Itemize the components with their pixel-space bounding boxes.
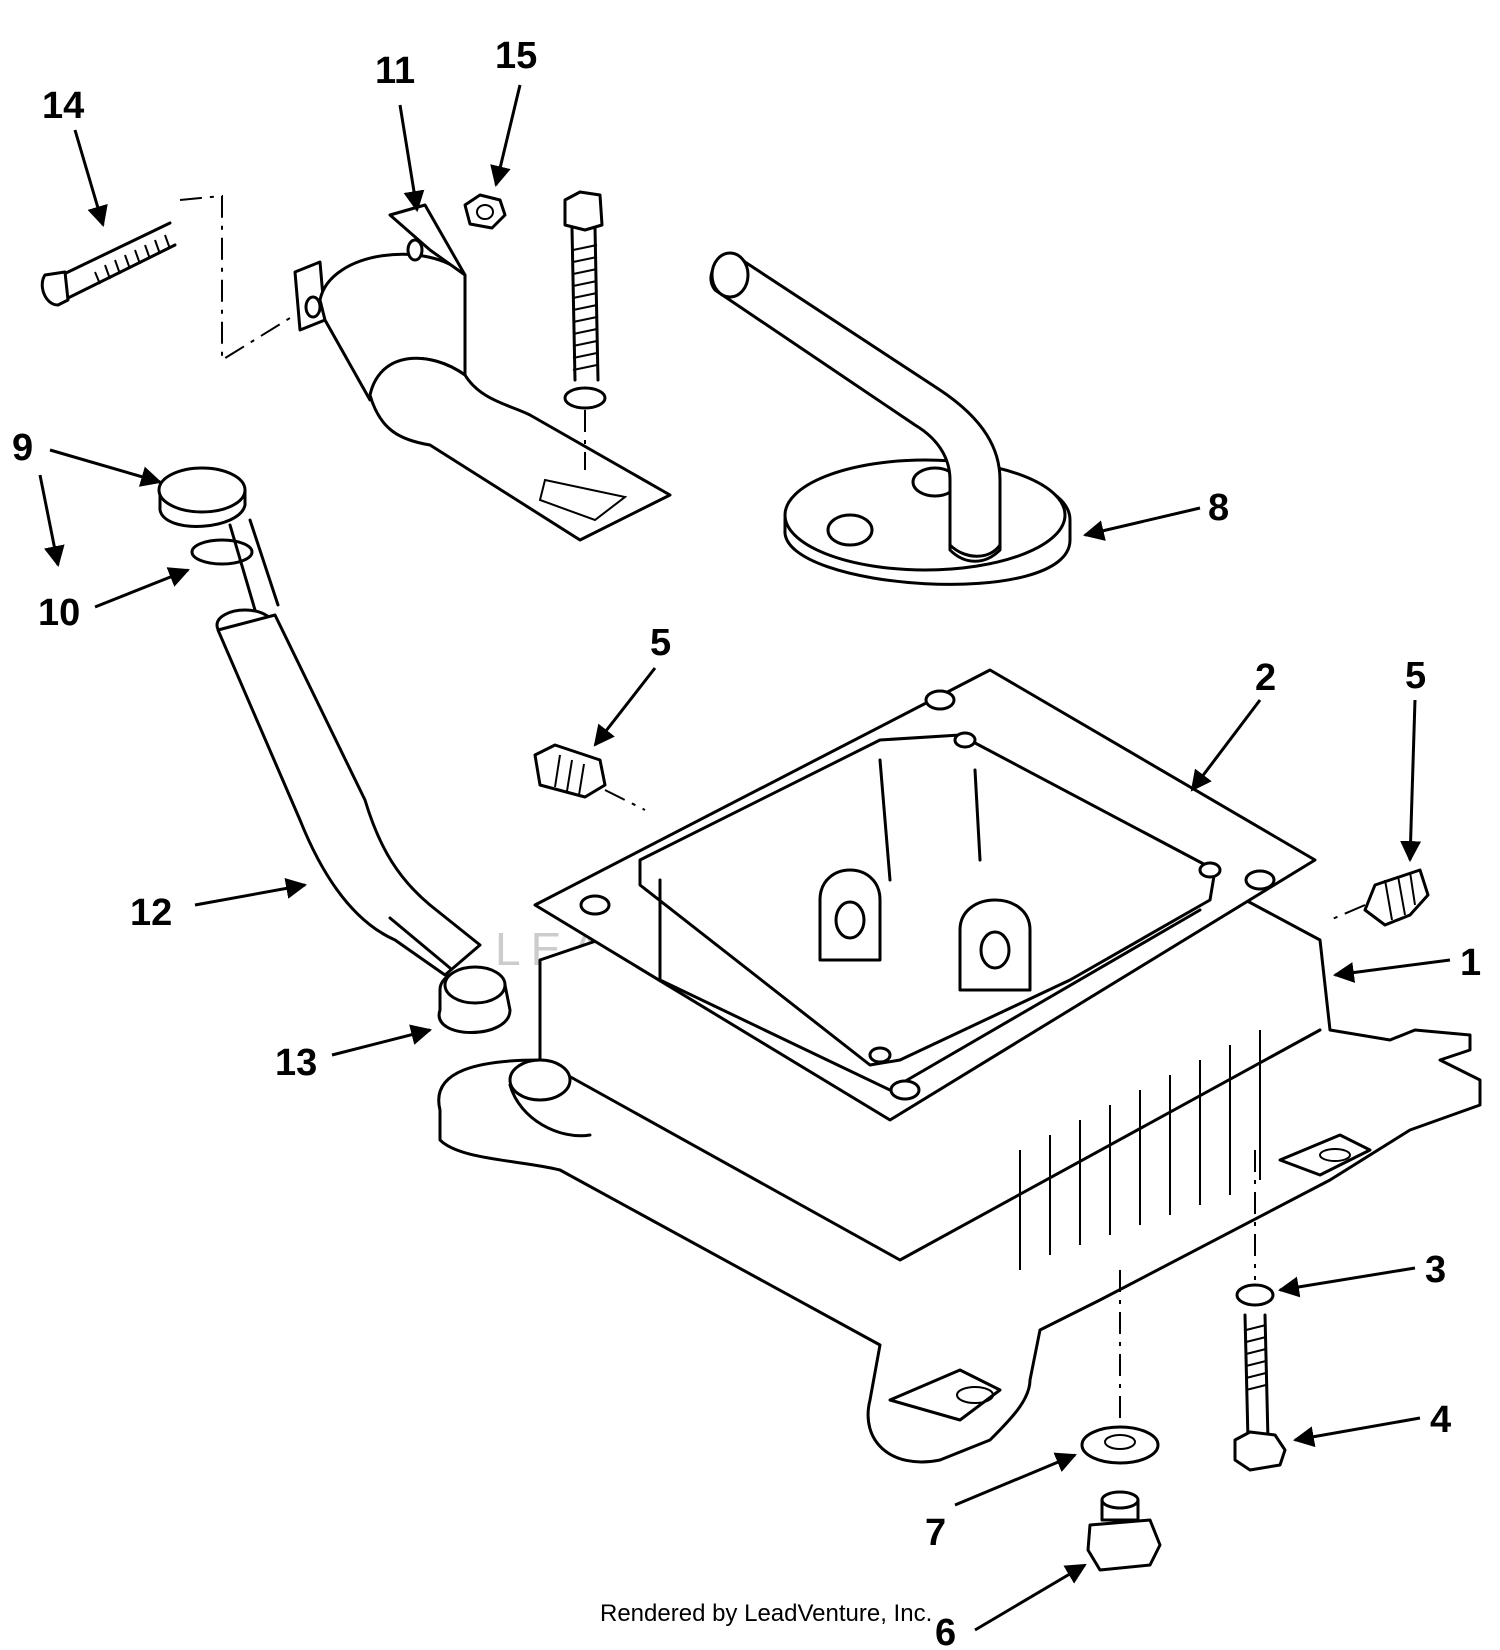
callout-10: 10 xyxy=(38,592,80,634)
part-11-clamp-bracket xyxy=(293,203,672,542)
callout-leaders xyxy=(38,84,1451,1632)
callout-5-left: 5 xyxy=(650,622,671,664)
part-5-plug-right xyxy=(1329,868,1430,927)
callout-12: 12 xyxy=(130,892,172,934)
callout-3: 3 xyxy=(1425,1249,1446,1291)
part-8-breather-cover xyxy=(709,251,1072,586)
part-3-lock-washer xyxy=(1235,1150,1275,1307)
bracket-bolt xyxy=(563,190,607,470)
part-7-washer xyxy=(1080,1270,1160,1465)
part-2-gasket xyxy=(533,668,1317,1122)
callout-5-right: 5 xyxy=(1405,655,1426,697)
part-6-drain-plug xyxy=(1086,1490,1162,1572)
callout-labels: 14 11 15 9 10 12 13 8 5 2 5 1 3 4 7 6 xyxy=(12,35,1481,1650)
callout-6: 6 xyxy=(935,1612,956,1650)
footer-credit: Rendered by LeadVenture, Inc. xyxy=(600,1600,933,1627)
part-4-bolt xyxy=(1233,1313,1287,1472)
callout-9: 9 xyxy=(12,427,33,469)
callout-13: 13 xyxy=(275,1042,317,1084)
part-14-screw xyxy=(40,194,291,362)
part-5-plug-left xyxy=(533,743,646,811)
part-12-dipstick-tube xyxy=(215,518,482,977)
callout-14: 14 xyxy=(42,85,84,127)
part-9-dipstick-cap xyxy=(157,466,247,528)
callout-7: 7 xyxy=(925,1512,946,1554)
part-15-nut xyxy=(463,193,507,230)
part-13-grommet xyxy=(437,965,512,1034)
callout-4: 4 xyxy=(1430,1399,1451,1441)
part-10-o-ring xyxy=(190,538,254,566)
callout-8: 8 xyxy=(1208,487,1229,529)
callout-11: 11 xyxy=(375,50,415,92)
callout-15: 15 xyxy=(495,35,537,77)
callout-1: 1 xyxy=(1460,942,1481,984)
callout-2: 2 xyxy=(1255,657,1276,699)
